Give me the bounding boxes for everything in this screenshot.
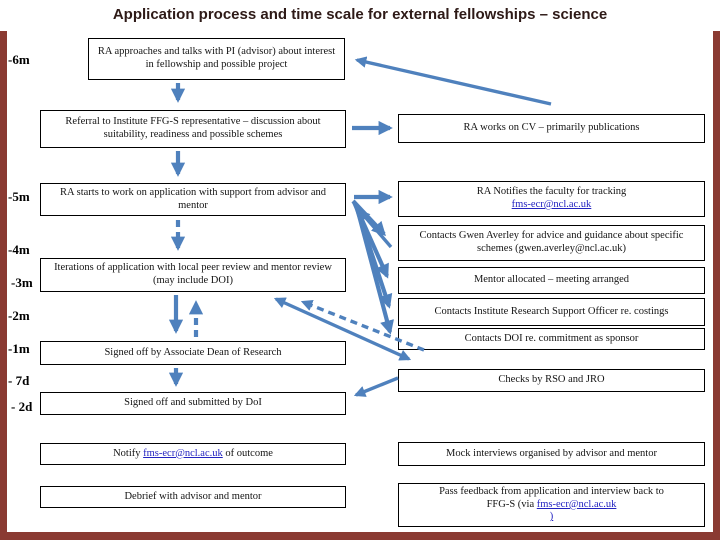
timeline-label-4m: -4m xyxy=(8,242,30,257)
email-link-tracking[interactable]: fms-ecr@ncl.ac.uk xyxy=(511,199,592,210)
arrow-rastarts-to-doi-contact xyxy=(353,203,394,335)
email-link-feedback[interactable]: fms-ecr@ncl.ac.uk xyxy=(536,498,617,510)
box-ra-starts-application: RA starts to work on application with su… xyxy=(40,183,346,216)
box-ra-works-cv: RA works on CV – primarily publications xyxy=(398,114,705,143)
box-pass-feedback: Pass feedback from application and inter… xyxy=(398,483,705,527)
box-referral-ffgs: Referral to Institute FFG-S representati… xyxy=(40,110,346,148)
arrow-rastarts-to-rso xyxy=(353,202,393,309)
box-notify-outcome: Notify fms-ecr@ncl.ac.uk of outcome xyxy=(40,443,346,465)
box-iterations-review: Iterations of application with local pee… xyxy=(40,258,346,292)
timeline-label-2d: - 2d xyxy=(11,399,33,414)
arrow-rastarts-to-mentor xyxy=(352,201,389,279)
arrow-checks-to-doi-submit xyxy=(353,376,399,397)
arrow-cv-back-to-approach xyxy=(354,56,552,106)
box-mentor-allocated: Mentor allocated – meeting arranged xyxy=(398,267,705,294)
box-ra-notifies-faculty: RA Notifies the faculty for tracking fms… xyxy=(398,181,705,217)
slide-border-right xyxy=(713,31,720,540)
box-contacts-rso: Contacts Institute Research Support Offi… xyxy=(398,298,705,326)
box-ra-approaches-pi: RA approaches and talks with PI (advisor… xyxy=(88,38,345,80)
timeline-label-3m: -3m xyxy=(11,275,33,290)
box-checks-rso-jro: Checks by RSO and JRO xyxy=(398,369,705,392)
arrow-return-to-rastarts xyxy=(358,209,393,249)
email-link-feedback-close: ) xyxy=(549,511,554,523)
box-signed-off-doi: Signed off and submitted by DoI xyxy=(40,392,346,415)
timeline-label-6m: -6m xyxy=(8,52,30,67)
box-debrief: Debrief with advisor and mentor xyxy=(40,486,346,508)
email-link-notify-outcome[interactable]: fms-ecr@ncl.ac.uk xyxy=(143,447,223,459)
timeline-label-2m: -2m xyxy=(8,308,30,323)
timeline-label-7d: - 7d xyxy=(8,373,30,388)
box-mock-interviews: Mock interviews organised by advisor and… xyxy=(398,442,705,466)
box-contacts-doi-sponsor: Contacts DOI re. commitment as sponsor xyxy=(398,328,705,350)
arrow-rastarts-to-gwen xyxy=(351,199,386,237)
timeline-label-1m: -1m xyxy=(8,341,30,356)
page-title: Application process and time scale for e… xyxy=(112,6,608,23)
box-signed-off-adr: Signed off by Associate Dean of Research xyxy=(40,341,346,365)
box-contacts-gwen-averley: Contacts Gwen Averley for advice and gui… xyxy=(398,225,705,261)
slide-border-bottom xyxy=(0,532,720,540)
slide-border-left xyxy=(0,31,7,540)
timeline-label-5m: -5m xyxy=(8,189,30,204)
